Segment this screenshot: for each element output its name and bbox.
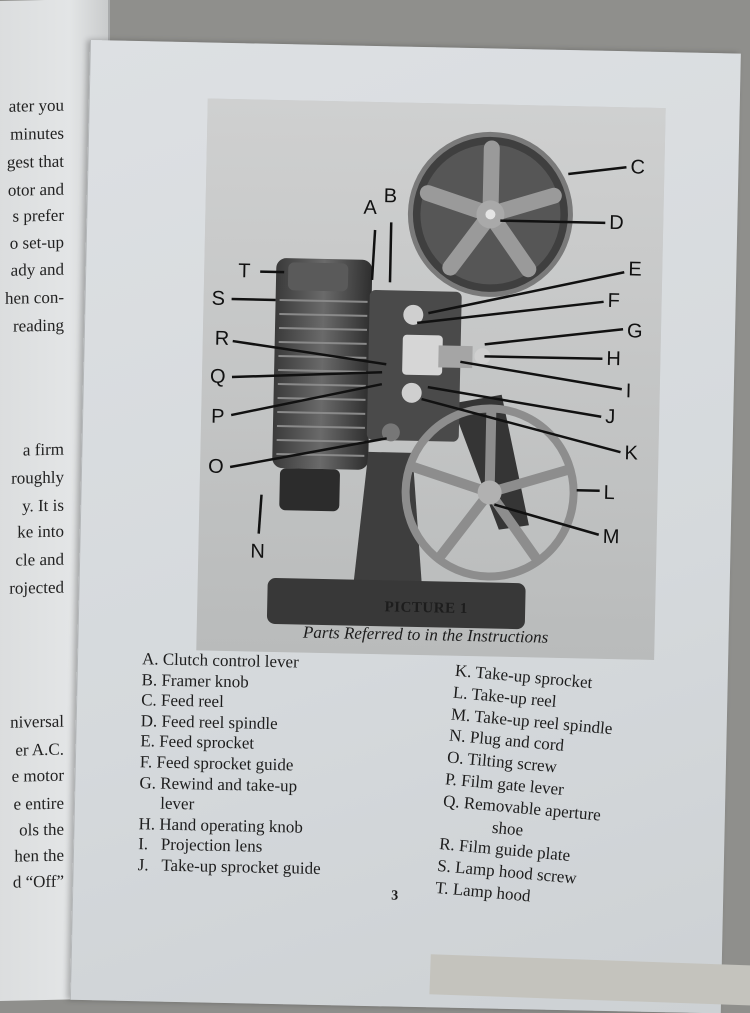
- left-page-text-line: d “Off”: [13, 872, 64, 893]
- left-page-text-line: minutes: [10, 124, 64, 145]
- callout-label: G: [627, 320, 643, 342]
- left-page-text-line: roughly: [11, 468, 64, 489]
- callout-label: S: [211, 288, 225, 310]
- left-page-text-line: ater you: [9, 96, 64, 117]
- feed-reel: [409, 133, 572, 296]
- callout-label: N: [250, 540, 265, 562]
- callout-label: J: [605, 406, 615, 428]
- callout-label: I: [626, 380, 632, 402]
- callout-label: H: [606, 348, 621, 370]
- parts-legend-right: K. Take-up sprocket L. Take-up reel M. T…: [434, 660, 617, 913]
- callout-label: P: [211, 406, 225, 428]
- left-page-text-line: e entire: [14, 794, 65, 815]
- left-page-text-line: ady and: [11, 260, 64, 281]
- left-page-text-line: y. It is: [22, 496, 64, 517]
- left-page-text-line: rojected: [9, 578, 64, 599]
- callout-label: K: [624, 442, 638, 464]
- lamp-hood: [272, 258, 372, 470]
- projector-photo: A B C D E F G H I J K L M N O P Q R S T: [196, 98, 665, 659]
- callout-label: E: [628, 258, 642, 280]
- left-page-text-line: s prefer: [13, 206, 64, 227]
- manual-page: A B C D E F G H I J K L M N O P Q R S T: [70, 40, 741, 1013]
- left-page-text-line: otor and: [8, 180, 64, 201]
- left-page-text-line: niversal: [10, 712, 64, 733]
- left-page-text-line: e motor: [12, 766, 64, 787]
- left-page-text-line: hen con-: [5, 288, 64, 309]
- left-page-text-line: cle and: [15, 550, 64, 571]
- callout-label: L: [603, 482, 615, 504]
- page-number: 3: [391, 888, 398, 904]
- left-page-text-line: ke into: [17, 522, 64, 543]
- left-page-text-line: er A.C.: [15, 740, 64, 761]
- left-page-text-line: hen the: [14, 846, 64, 867]
- callout-label: A: [363, 197, 377, 219]
- callout-label: F: [607, 290, 620, 312]
- left-page-text-line: gest that: [7, 152, 64, 173]
- callout-label: C: [630, 156, 645, 178]
- parts-legend-left: A. Clutch control lever B. Framer knob C…: [138, 649, 326, 879]
- projector-illustration: A B C D E F G H I J K L M N O P Q R S T: [196, 98, 665, 659]
- left-page-text-line: reading: [13, 316, 64, 337]
- callout-label: Q: [210, 366, 226, 388]
- callout-label: M: [602, 526, 619, 548]
- legend-item: J. Take-up sprocket guide: [138, 855, 321, 879]
- left-page-text-line: o set-up: [10, 233, 64, 254]
- callout-label: T: [238, 260, 251, 282]
- callout-label: D: [609, 212, 624, 234]
- left-page-text-line: ols the: [19, 820, 64, 841]
- callout-label: R: [215, 328, 230, 350]
- callout-label: B: [384, 185, 398, 207]
- callout-label: O: [208, 456, 224, 478]
- left-page-text-line: a firm: [23, 440, 64, 461]
